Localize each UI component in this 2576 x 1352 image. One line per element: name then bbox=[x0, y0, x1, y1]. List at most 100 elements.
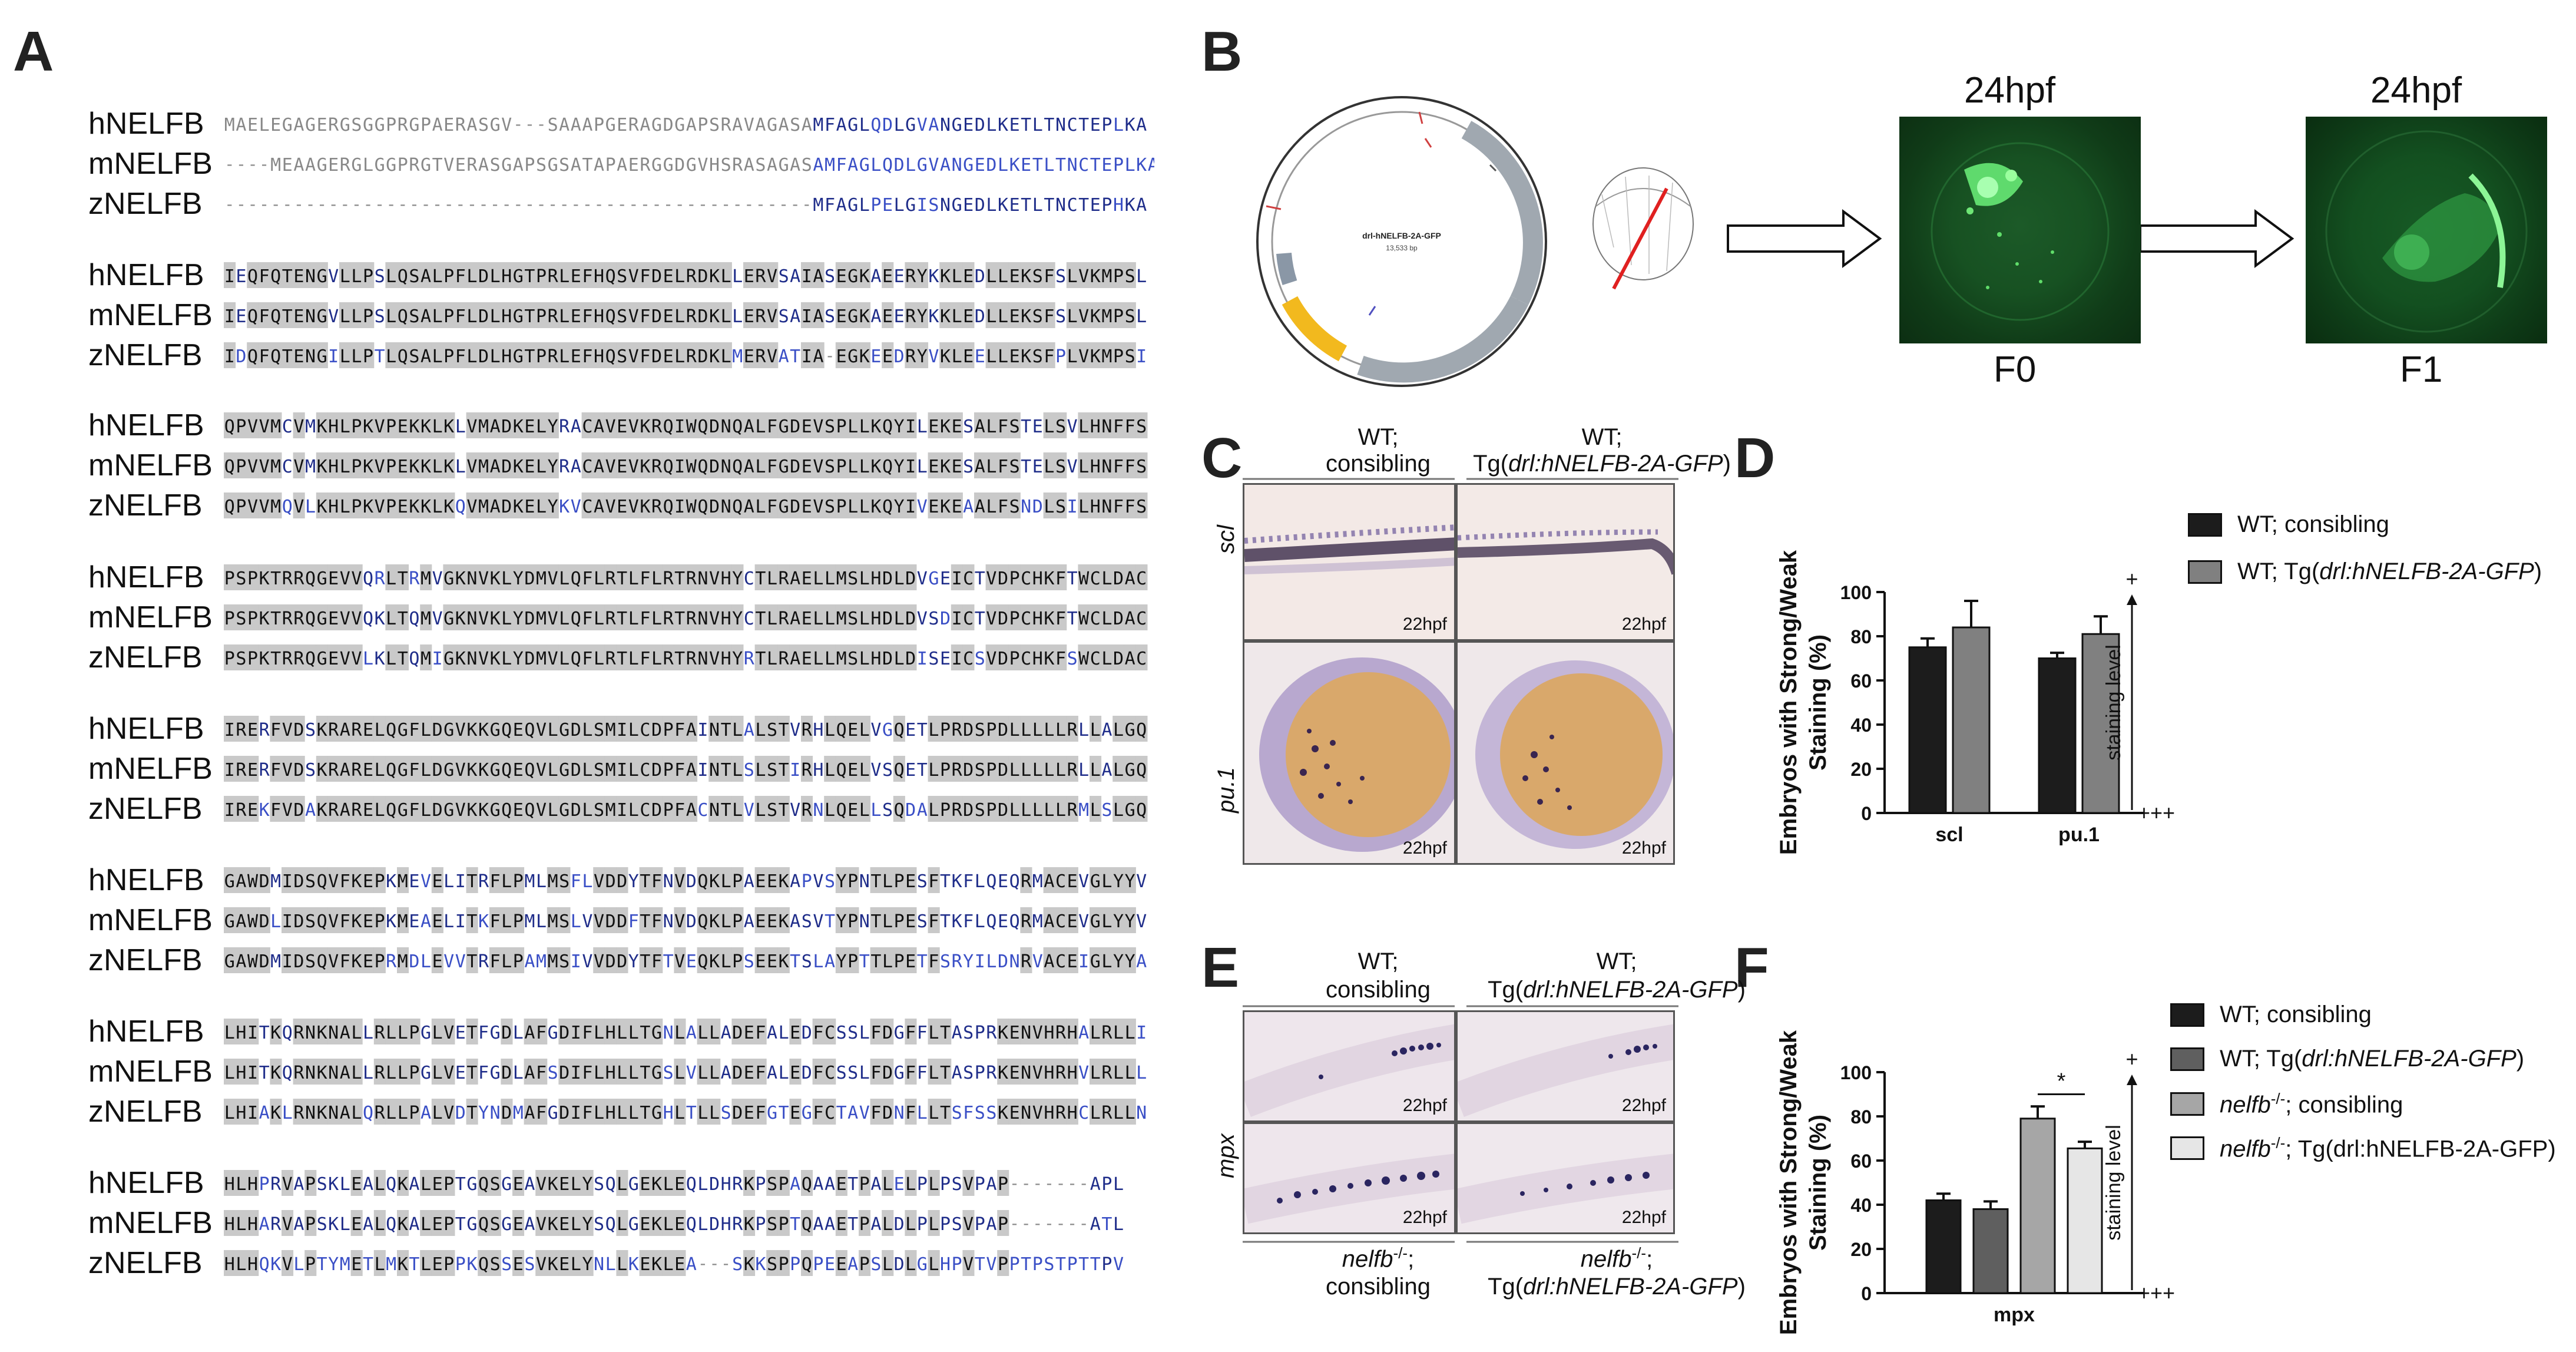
residue: V bbox=[1078, 871, 1089, 892]
gap: - bbox=[767, 194, 777, 214]
residue: L bbox=[1044, 720, 1054, 741]
residue: Q bbox=[571, 649, 581, 669]
residue: Q bbox=[882, 457, 893, 477]
conserved-residue-highlight bbox=[1101, 262, 1113, 288]
residue: L bbox=[697, 1023, 708, 1043]
staining-scale-label: staining level bbox=[2102, 644, 2125, 761]
conserved-residue-highlight bbox=[397, 564, 409, 590]
residue: P bbox=[847, 871, 858, 892]
conserved-residue-highlight bbox=[558, 947, 571, 973]
residue: P bbox=[375, 871, 385, 892]
residue: V bbox=[432, 609, 443, 629]
conserved-residue-highlight bbox=[339, 452, 352, 478]
residue: H bbox=[721, 568, 731, 589]
gap: - bbox=[675, 194, 685, 214]
conserved-residue-highlight bbox=[1066, 907, 1078, 933]
conserved-residue-highlight bbox=[1135, 564, 1148, 590]
residue: Q bbox=[247, 346, 258, 367]
residue: Q bbox=[986, 871, 996, 892]
conserved-residue-highlight bbox=[535, 1019, 548, 1044]
residue: L bbox=[1055, 760, 1066, 781]
conserved-residue-highlight bbox=[385, 1019, 398, 1044]
residue: I bbox=[905, 497, 916, 517]
conserved-residue-highlight bbox=[951, 644, 963, 670]
conserved-residue-highlight bbox=[1090, 644, 1102, 670]
conserved-residue-highlight bbox=[916, 342, 929, 368]
residue: F bbox=[536, 1103, 547, 1123]
conserved-residue-highlight bbox=[789, 1059, 802, 1085]
conserved-residue-highlight bbox=[327, 1099, 340, 1125]
residue: G bbox=[1125, 800, 1135, 821]
y-tick-label: 40 bbox=[1850, 715, 1872, 736]
conserved-residue-highlight bbox=[431, 796, 443, 822]
residue: G bbox=[224, 911, 235, 932]
conserved-residue-highlight bbox=[270, 1059, 282, 1085]
conserved-residue-highlight bbox=[974, 492, 986, 518]
residue: V bbox=[986, 609, 996, 629]
residue: K bbox=[1136, 155, 1147, 176]
residue: T bbox=[940, 1103, 951, 1123]
residue: L bbox=[1113, 1023, 1124, 1043]
conserved-residue-highlight bbox=[270, 756, 282, 782]
conserved-residue-highlight bbox=[362, 907, 375, 933]
conserved-residue-highlight bbox=[847, 412, 859, 438]
residue: T bbox=[836, 1103, 847, 1123]
conserved-residue-highlight bbox=[651, 1170, 663, 1196]
residue: R bbox=[270, 1174, 282, 1195]
conserved-residue-highlight bbox=[489, 716, 501, 742]
conserved-residue-highlight bbox=[616, 342, 628, 368]
residue: D bbox=[882, 1023, 893, 1043]
residue: P bbox=[940, 720, 951, 741]
residue: E bbox=[802, 497, 812, 517]
residue: D bbox=[432, 760, 443, 781]
residue: V bbox=[917, 115, 928, 135]
residue: D bbox=[802, 1063, 812, 1083]
conserved-residue-highlight bbox=[224, 644, 236, 670]
residue: I bbox=[455, 871, 466, 892]
residue: H bbox=[663, 1103, 674, 1123]
residue: T bbox=[1078, 1254, 1089, 1275]
conserved-residue-highlight bbox=[535, 262, 548, 288]
conserved-residue-highlight bbox=[362, 302, 375, 328]
conserved-residue-highlight bbox=[489, 756, 501, 782]
residue: I bbox=[917, 195, 928, 216]
conserved-residue-highlight bbox=[905, 867, 917, 893]
conserved-residue-highlight bbox=[951, 756, 963, 782]
conserved-residue-highlight bbox=[754, 947, 767, 973]
residue: L bbox=[917, 416, 928, 437]
residue: Q bbox=[501, 720, 512, 741]
legend-d-1: WT; Tg(drl:hNELFB-2A-GFP) bbox=[2188, 558, 2542, 585]
conserved-residue-highlight bbox=[362, 412, 375, 438]
residue: H bbox=[501, 346, 512, 367]
conserved-residue-highlight bbox=[651, 644, 663, 670]
residue: A bbox=[790, 911, 800, 932]
residue: L bbox=[1044, 416, 1054, 437]
residue: L bbox=[882, 1214, 893, 1235]
residue: T bbox=[755, 609, 766, 629]
residue: Y bbox=[894, 497, 905, 517]
residue: F bbox=[1125, 457, 1135, 477]
conserved-residue-highlight bbox=[928, 1170, 940, 1196]
residue: P bbox=[1009, 568, 1020, 589]
residue: Y bbox=[582, 1214, 592, 1235]
conserved-residue-highlight bbox=[512, 302, 525, 328]
conserved-residue-highlight bbox=[247, 302, 259, 328]
residue: R bbox=[351, 800, 362, 821]
conserved-residue-highlight bbox=[1055, 756, 1067, 782]
gap: - bbox=[352, 194, 362, 214]
residue: T bbox=[270, 609, 281, 629]
conserved-residue-highlight bbox=[1008, 644, 1021, 670]
residue: P bbox=[836, 457, 847, 477]
conserved-residue-highlight bbox=[1066, 947, 1078, 973]
conserved-residue-highlight bbox=[478, 564, 490, 590]
conserved-residue-highlight bbox=[777, 907, 790, 933]
residue: K bbox=[443, 416, 454, 437]
gap: - bbox=[1009, 1214, 1019, 1233]
residue: V bbox=[790, 800, 800, 821]
residue: Q bbox=[478, 1174, 489, 1195]
residue: S bbox=[767, 720, 777, 741]
residue: P bbox=[224, 649, 235, 669]
f1-fluorescence-image bbox=[2306, 117, 2547, 343]
residue: D bbox=[559, 1023, 569, 1043]
residue: P bbox=[513, 911, 524, 932]
